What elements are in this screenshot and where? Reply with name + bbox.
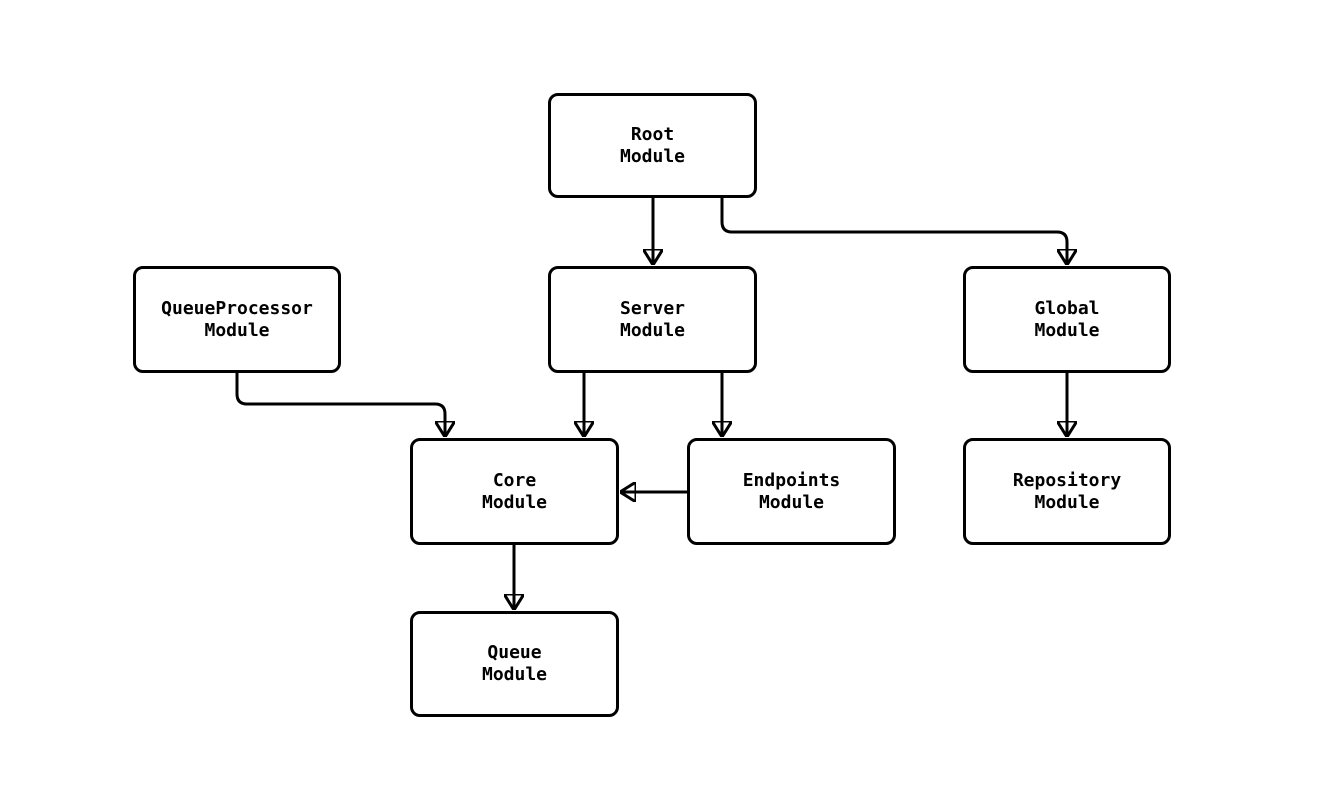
node-repository-module: Repository Module xyxy=(963,438,1171,545)
edge-root-to-global xyxy=(720,198,1067,264)
node-queue-module-label: Queue Module xyxy=(481,642,548,685)
node-queue-module: Queue Module xyxy=(410,611,619,717)
node-queueprocessor-module-label: QueueProcessor Module xyxy=(161,297,313,341)
node-server-module: Server Module xyxy=(548,266,757,373)
node-endpoints-module: Endpoints Module xyxy=(687,438,896,545)
node-core-module-label: Core Module xyxy=(481,469,548,513)
node-core-module: Core Module xyxy=(410,438,619,545)
node-root-module-label: Root Module xyxy=(619,123,686,167)
edge-queueprocessor-to-core xyxy=(235,373,445,436)
node-root-module: Root Module xyxy=(548,93,757,198)
node-endpoints-module-label: Endpoints Module xyxy=(742,469,841,513)
node-queueprocessor-module: QueueProcessor Module xyxy=(133,266,341,373)
node-global-module-label: Global Module xyxy=(1034,297,1100,341)
node-repository-module-label: Repository Module xyxy=(1012,469,1122,513)
node-global-module: Global Module xyxy=(963,266,1171,373)
node-server-module-label: Server Module xyxy=(619,297,686,341)
